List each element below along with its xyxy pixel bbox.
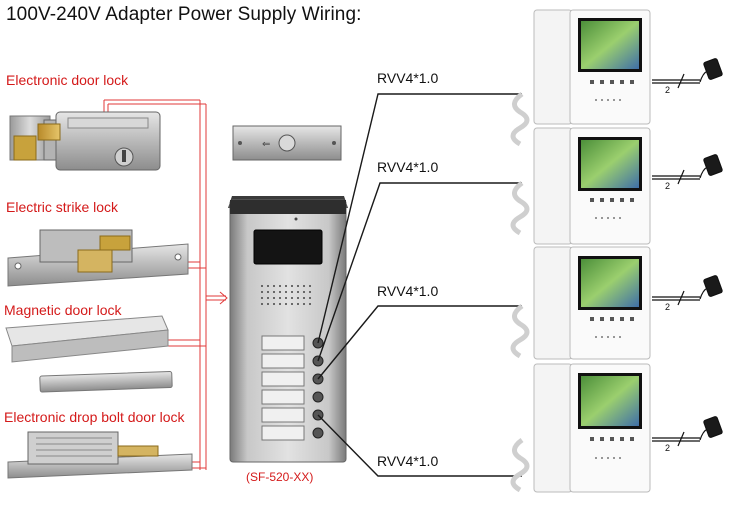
electronic-door-lock-image [9,111,161,171]
adapter-wire-count-3: 2 [665,302,671,312]
cable-label-2: RVV4*1.0 [377,159,439,175]
lock-label-electric-strike-lock: Electric strike lock [6,199,119,215]
indoor-monitor-2 [510,127,651,245]
lock-label-magnetic-door-lock: Magnetic door lock [4,302,122,318]
svg-text:⇐: ⇐ [262,139,270,150]
page-title: 100V-240V Adapter Power Supply Wiring: [6,4,362,25]
cable-label-4: RVV4*1.0 [377,453,439,469]
adapter-wire-count-1: 2 [665,85,671,95]
cables-black [317,93,522,477]
adapter-wire-count-2: 2 [665,181,671,191]
indoor-monitor-4 [510,363,651,493]
magnetic-lock-image [5,315,173,393]
adapter-wire-count-4: 2 [665,443,671,453]
indoor-monitor-1 [510,9,651,147]
cable-label-3: RVV4*1.0 [377,283,439,299]
arrow-to-panel [206,291,228,305]
power-adapter-2 [652,154,723,185]
outdoor-panel-image [228,196,348,463]
lock-label-drop-bolt-lock: Electronic drop bolt door lock [4,409,185,425]
power-adapter-4 [652,416,723,447]
electric-strike-lock-image [7,229,189,287]
outdoor-panel-model: (SF-520-XX) [246,470,314,484]
panel-call-buttons [261,335,324,441]
drop-bolt-lock-image [7,431,193,479]
power-adapter-3 [652,275,723,306]
exit-button-image: ⇐ [232,125,342,161]
lock-label-electronic-door-lock: Electronic door lock [6,72,129,88]
power-adapter-1 [652,58,723,89]
indoor-monitor-3 [510,246,651,360]
cable-label-1: RVV4*1.0 [377,70,439,86]
